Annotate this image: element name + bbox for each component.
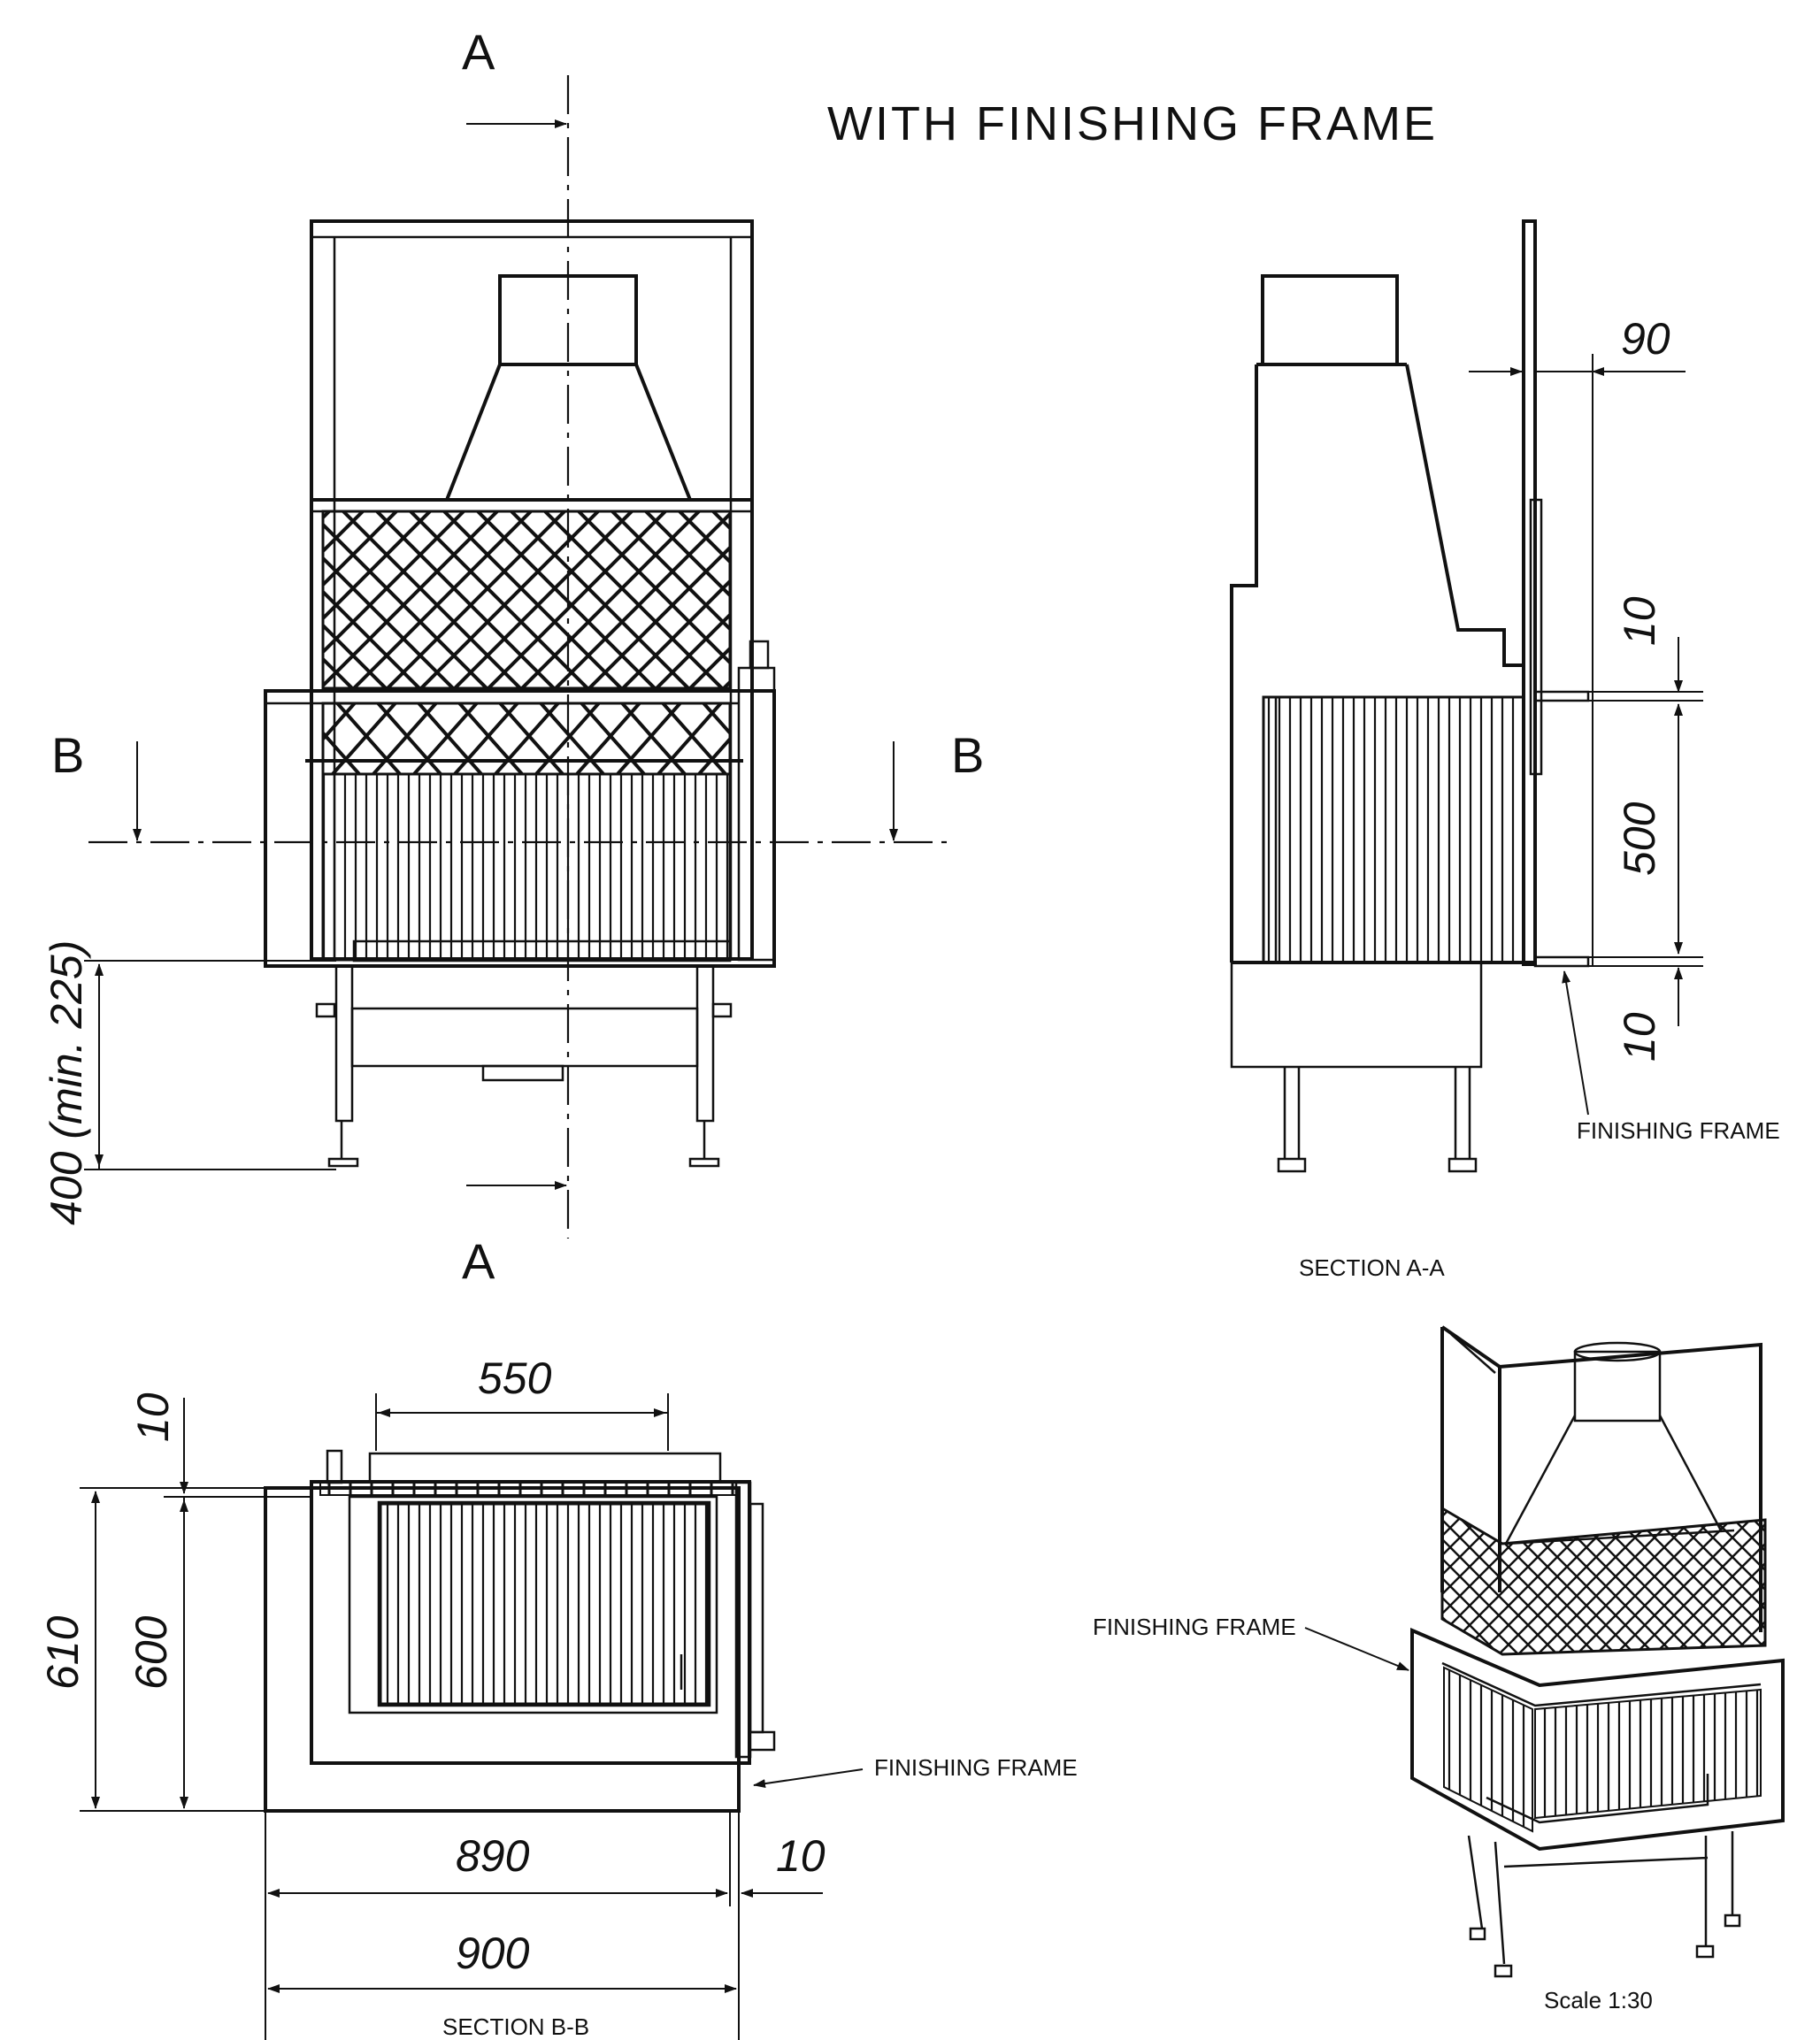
section-marker-b-right: B: [951, 727, 984, 783]
iso-finishing-frame-callout: FINISHING FRAME: [1093, 1614, 1296, 1640]
height-dim-label: 400 (min. 225): [42, 940, 91, 1225]
bb-dim-600: 600: [127, 1615, 176, 1690]
aa-dim-90: 90: [1621, 314, 1670, 364]
section-bb-view: 550 10 610 600 890 10 900 FINISHING FRAM…: [38, 1354, 1078, 2040]
front-view: [264, 219, 776, 1168]
aa-dim-10-top: 10: [1615, 596, 1664, 646]
bb-dim-900: 900: [456, 1929, 530, 1978]
isometric-view: FINISHING FRAME Scale 1:30: [1093, 1325, 1785, 2013]
front-height-dimension: 400 (min. 225): [42, 940, 336, 1225]
section-marker-b-left: B: [51, 727, 84, 783]
bb-dim-890: 890: [456, 1831, 530, 1881]
scale-label: Scale 1:30: [1544, 1987, 1653, 2013]
bb-dim-10-top: 10: [128, 1392, 178, 1442]
section-bb-caption: SECTION B-B: [442, 2013, 589, 2040]
section-lines: A A B B: [51, 24, 984, 1289]
aa-finishing-frame-callout: FINISHING FRAME: [1577, 1117, 1780, 1144]
bb-dim-550: 550: [478, 1354, 552, 1403]
section-marker-a-bottom: A: [462, 1233, 495, 1289]
section-aa-caption: SECTION A-A: [1299, 1254, 1445, 1281]
bb-dim-610: 610: [38, 1615, 88, 1690]
bb-finishing-frame-callout: FINISHING FRAME: [874, 1754, 1078, 1781]
aa-dim-500: 500: [1615, 801, 1664, 876]
section-marker-a-top: A: [462, 24, 495, 80]
aa-dim-10-bottom: 10: [1615, 1012, 1664, 1062]
drawing-title: WITH FINISHING FRAME: [827, 97, 1438, 150]
bb-dim-10-side: 10: [776, 1831, 826, 1881]
section-aa-view: 90 10 500 10 FINISHING FRAME SECTION A-A: [1230, 219, 1780, 1281]
